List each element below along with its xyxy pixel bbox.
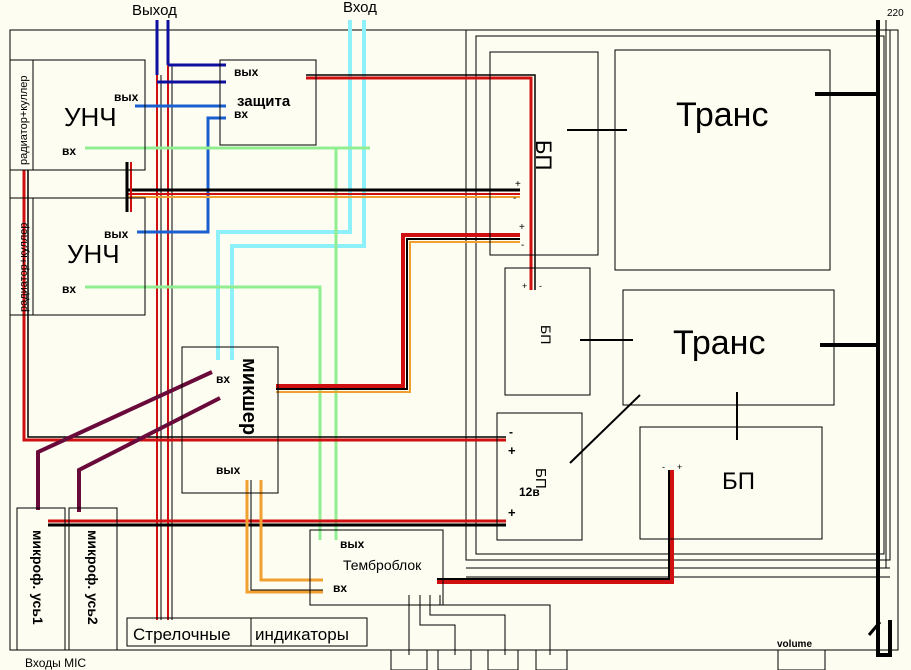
amp1-title: УНЧ xyxy=(64,102,117,132)
mic-inputs-label: Входы MIC xyxy=(25,656,86,670)
protection-out-label: вых xyxy=(234,65,259,79)
psu-bottom-title: БП xyxy=(722,468,755,495)
polarity-minus: - xyxy=(539,281,542,291)
tone-in-label: вх xyxy=(333,581,347,595)
mixer-title: микшер xyxy=(238,358,260,435)
mic-amp1-title: микроф. усь1 xyxy=(30,530,46,625)
mic-amp2-title: микроф. усь2 xyxy=(85,530,101,625)
power-panel-inner xyxy=(475,35,885,555)
trans-mid-box xyxy=(622,289,835,406)
polarity-plus: + xyxy=(519,222,525,233)
polarity-minus: - xyxy=(509,425,513,439)
pot-box xyxy=(535,649,568,670)
polarity-plus: + xyxy=(515,179,521,190)
psu-12v-box xyxy=(496,412,583,541)
amp2-box xyxy=(9,197,146,316)
tone-block-title: Темброблок xyxy=(343,557,422,573)
output-top-label: Выход xyxy=(132,2,177,19)
psu-mid-title: БП xyxy=(538,325,554,344)
psu-12v-voltage: 12в xyxy=(519,485,540,499)
psu-mid-box xyxy=(504,267,591,396)
psu-top-box xyxy=(489,51,599,256)
polarity-plus: + xyxy=(522,281,527,291)
polarity-plus: + xyxy=(508,443,516,458)
polarity-plus: + xyxy=(508,505,516,520)
polarity-minus: - xyxy=(662,462,665,472)
meters-label-1: Стрелочные xyxy=(133,625,231,644)
psu-12v-title: БП xyxy=(532,468,549,489)
amp1-box xyxy=(9,59,146,171)
power-panel-frame xyxy=(465,29,891,561)
mixer-out-label: вых xyxy=(216,463,241,477)
input-top-label: Вход xyxy=(343,0,377,16)
polarity-minus: - xyxy=(521,240,524,251)
tone-block-box xyxy=(309,529,444,606)
psu-bottom-box xyxy=(639,426,823,540)
amp2-in-label: вх xyxy=(62,282,76,296)
radiator1-label: радиатор+куллер xyxy=(18,75,30,165)
trans-top-box xyxy=(614,49,831,271)
protection-title: защита xyxy=(237,93,291,110)
pot-box xyxy=(437,649,472,670)
protection-box xyxy=(219,59,317,146)
trans-mid-title: Транс xyxy=(673,324,765,362)
polarity-plus: + xyxy=(677,462,682,472)
amp2-out-label: вых xyxy=(104,227,129,241)
mic-amp1-box xyxy=(16,507,66,651)
meters-label-2: индикаторы xyxy=(255,625,349,644)
wires xyxy=(22,20,892,657)
meters-box-2 xyxy=(250,617,368,647)
volume-box xyxy=(777,649,826,670)
trans-top-title: Транс xyxy=(676,96,768,134)
mixer-in-label: вх xyxy=(216,372,230,386)
amp1-in-label: вх xyxy=(62,144,76,158)
mic-amp2-box xyxy=(68,507,118,651)
protection-in-label: вх xyxy=(234,107,248,121)
pot-box xyxy=(390,649,428,670)
amp1-out-label: вых xyxy=(114,90,139,104)
psu-top-title: БП xyxy=(531,140,556,170)
polarity-minus: - xyxy=(513,193,516,204)
mixer-box xyxy=(181,346,279,494)
radiator2-label: радиатор+куллер xyxy=(18,222,30,312)
mains-label: 220 xyxy=(887,8,904,19)
tone-out-label: вых xyxy=(340,537,365,551)
amp2-title: УНЧ xyxy=(67,239,120,269)
volume-label: volume xyxy=(777,639,812,650)
pot-box xyxy=(487,649,519,670)
